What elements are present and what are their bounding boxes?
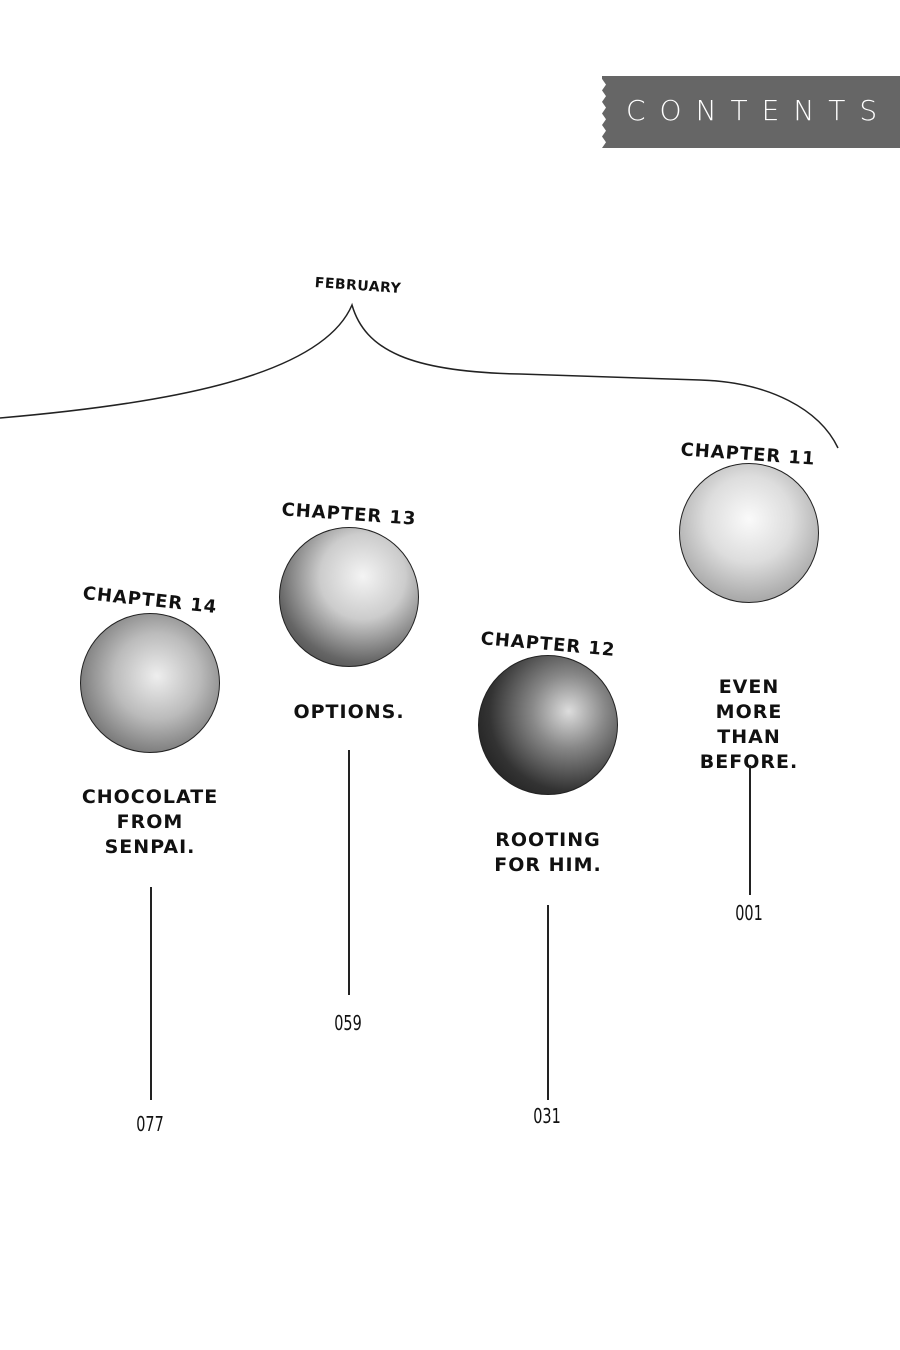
contents-title: CONTENTS [626, 94, 892, 127]
chapter-13-title[interactable]: OPTIONS. [293, 701, 405, 723]
chapter-11-line [749, 765, 751, 895]
contents-banner: CONTENTS [602, 76, 900, 148]
chapter-11-page[interactable]: 001 [735, 901, 763, 925]
chapter-14-image[interactable] [80, 613, 220, 753]
chapter-12-title[interactable]: ROOTING FOR HIM. [494, 829, 602, 876]
chapter-13-page[interactable]: 059 [334, 1011, 362, 1035]
chapter-14-page[interactable]: 077 [136, 1112, 164, 1136]
chapter-13-line [348, 750, 350, 995]
chapter-11-image[interactable] [679, 463, 819, 603]
chapter-12-page[interactable]: 031 [533, 1104, 561, 1128]
chapter-14-line [150, 887, 152, 1100]
chapter-12-image[interactable] [478, 655, 618, 795]
chapter-14-title[interactable]: CHOCOLATE FROM SENPAI. [81, 786, 219, 858]
chapter-13-image[interactable] [279, 527, 419, 667]
chapter-12-line [547, 905, 549, 1100]
chapter-11-title[interactable]: EVEN MORE THAN BEFORE. [699, 676, 799, 773]
